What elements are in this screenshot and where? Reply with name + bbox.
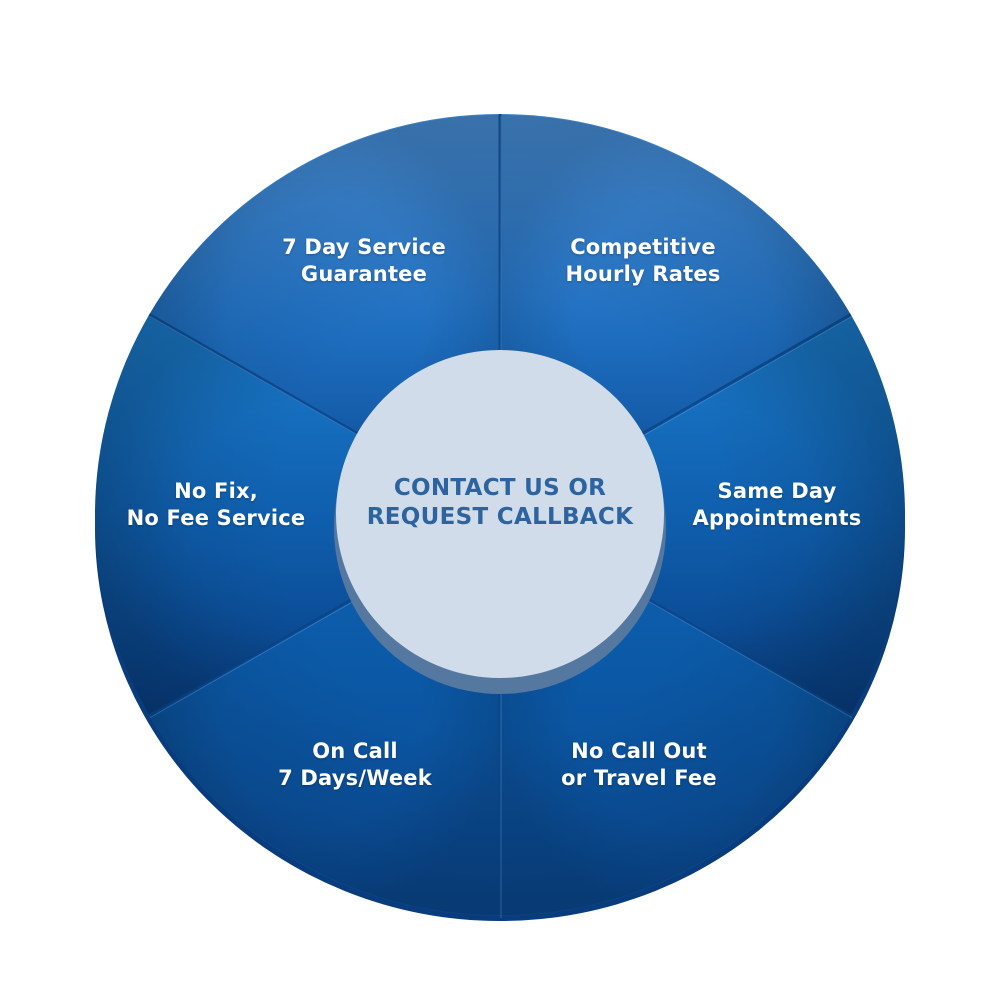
segment-label-line2: Hourly Rates: [565, 262, 721, 286]
center-label-line1: CONTACT US OR: [393, 475, 607, 501]
segment-label-line1: No Call Out: [571, 739, 707, 763]
segment-label-line1: Competitive: [570, 235, 716, 259]
segment-label-line1: No Fix,: [174, 479, 258, 503]
center-label-line2: REQUEST CALLBACK: [366, 504, 634, 530]
segment-label-competitive-hourly-rates[interactable]: Competitive Hourly Rates: [513, 234, 773, 288]
segment-label-7-day-service-guarantee[interactable]: 7 Day Service Guarantee: [234, 234, 494, 288]
contact-callback-button[interactable]: CONTACT US OR REQUEST CALLBACK: [350, 474, 650, 532]
center-disc[interactable]: [336, 350, 664, 678]
segment-label-line1: Same Day: [717, 479, 837, 503]
segment-label-line2: Appointments: [692, 506, 862, 530]
segment-label-line2: or Travel Fee: [561, 766, 717, 790]
segment-label-on-call-7-days[interactable]: On Call 7 Days/Week: [225, 738, 485, 792]
segment-label-no-fix-no-fee[interactable]: No Fix, No Fee Service: [86, 478, 346, 532]
segment-label-same-day-appointments[interactable]: Same Day Appointments: [647, 478, 907, 532]
segment-label-line2: Guarantee: [300, 262, 428, 286]
segment-label-line1: 7 Day Service: [282, 235, 446, 259]
segment-label-no-call-out-fee[interactable]: No Call Out or Travel Fee: [509, 738, 769, 792]
segment-label-line1: On Call: [312, 739, 398, 763]
segment-label-line2: No Fee Service: [126, 506, 306, 530]
segment-label-line2: 7 Days/Week: [278, 766, 432, 790]
